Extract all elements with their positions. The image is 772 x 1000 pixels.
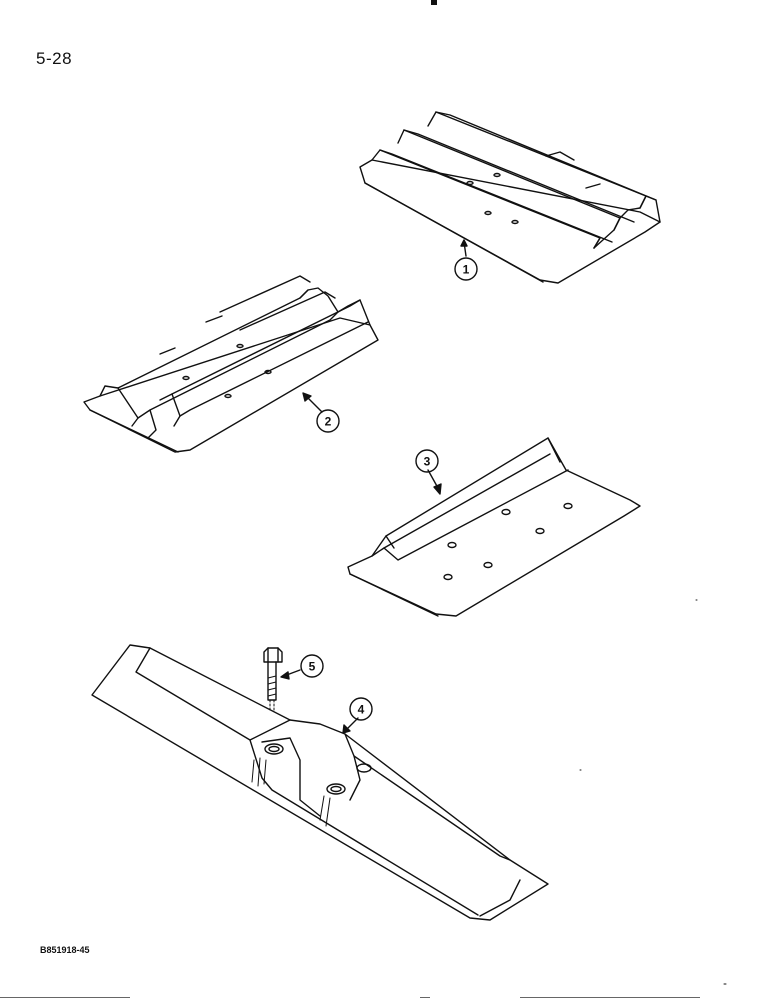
figure-code: B851918-45: [40, 945, 90, 955]
callout-1: 1: [454, 257, 478, 281]
bottom-rule-right: [520, 997, 700, 998]
top-edge-mark: [431, 0, 437, 5]
callout-2: 2: [316, 409, 340, 433]
callout-5-label: 5: [309, 660, 316, 674]
track-shoe-part-3: [347, 437, 641, 617]
scan-specks: [579, 599, 727, 985]
track-shoe-part-2: [83, 275, 379, 453]
bolt-part-5: [263, 647, 301, 713]
callout-4: 4: [349, 697, 373, 721]
page-number: 5-28: [36, 49, 73, 68]
callout-1-label: 1: [463, 263, 470, 277]
callout-3-label: 3: [424, 455, 431, 469]
callout-3: 3: [415, 449, 439, 473]
callout-2-label: 2: [325, 415, 332, 429]
wedge-block-part-4: [91, 644, 549, 921]
track-shoe-part-1: [359, 111, 661, 284]
bottom-rule-left: [0, 997, 130, 998]
callout-4-label: 4: [358, 703, 365, 717]
callout-5: 5: [300, 654, 324, 678]
bottom-rule-mid: [420, 997, 430, 998]
